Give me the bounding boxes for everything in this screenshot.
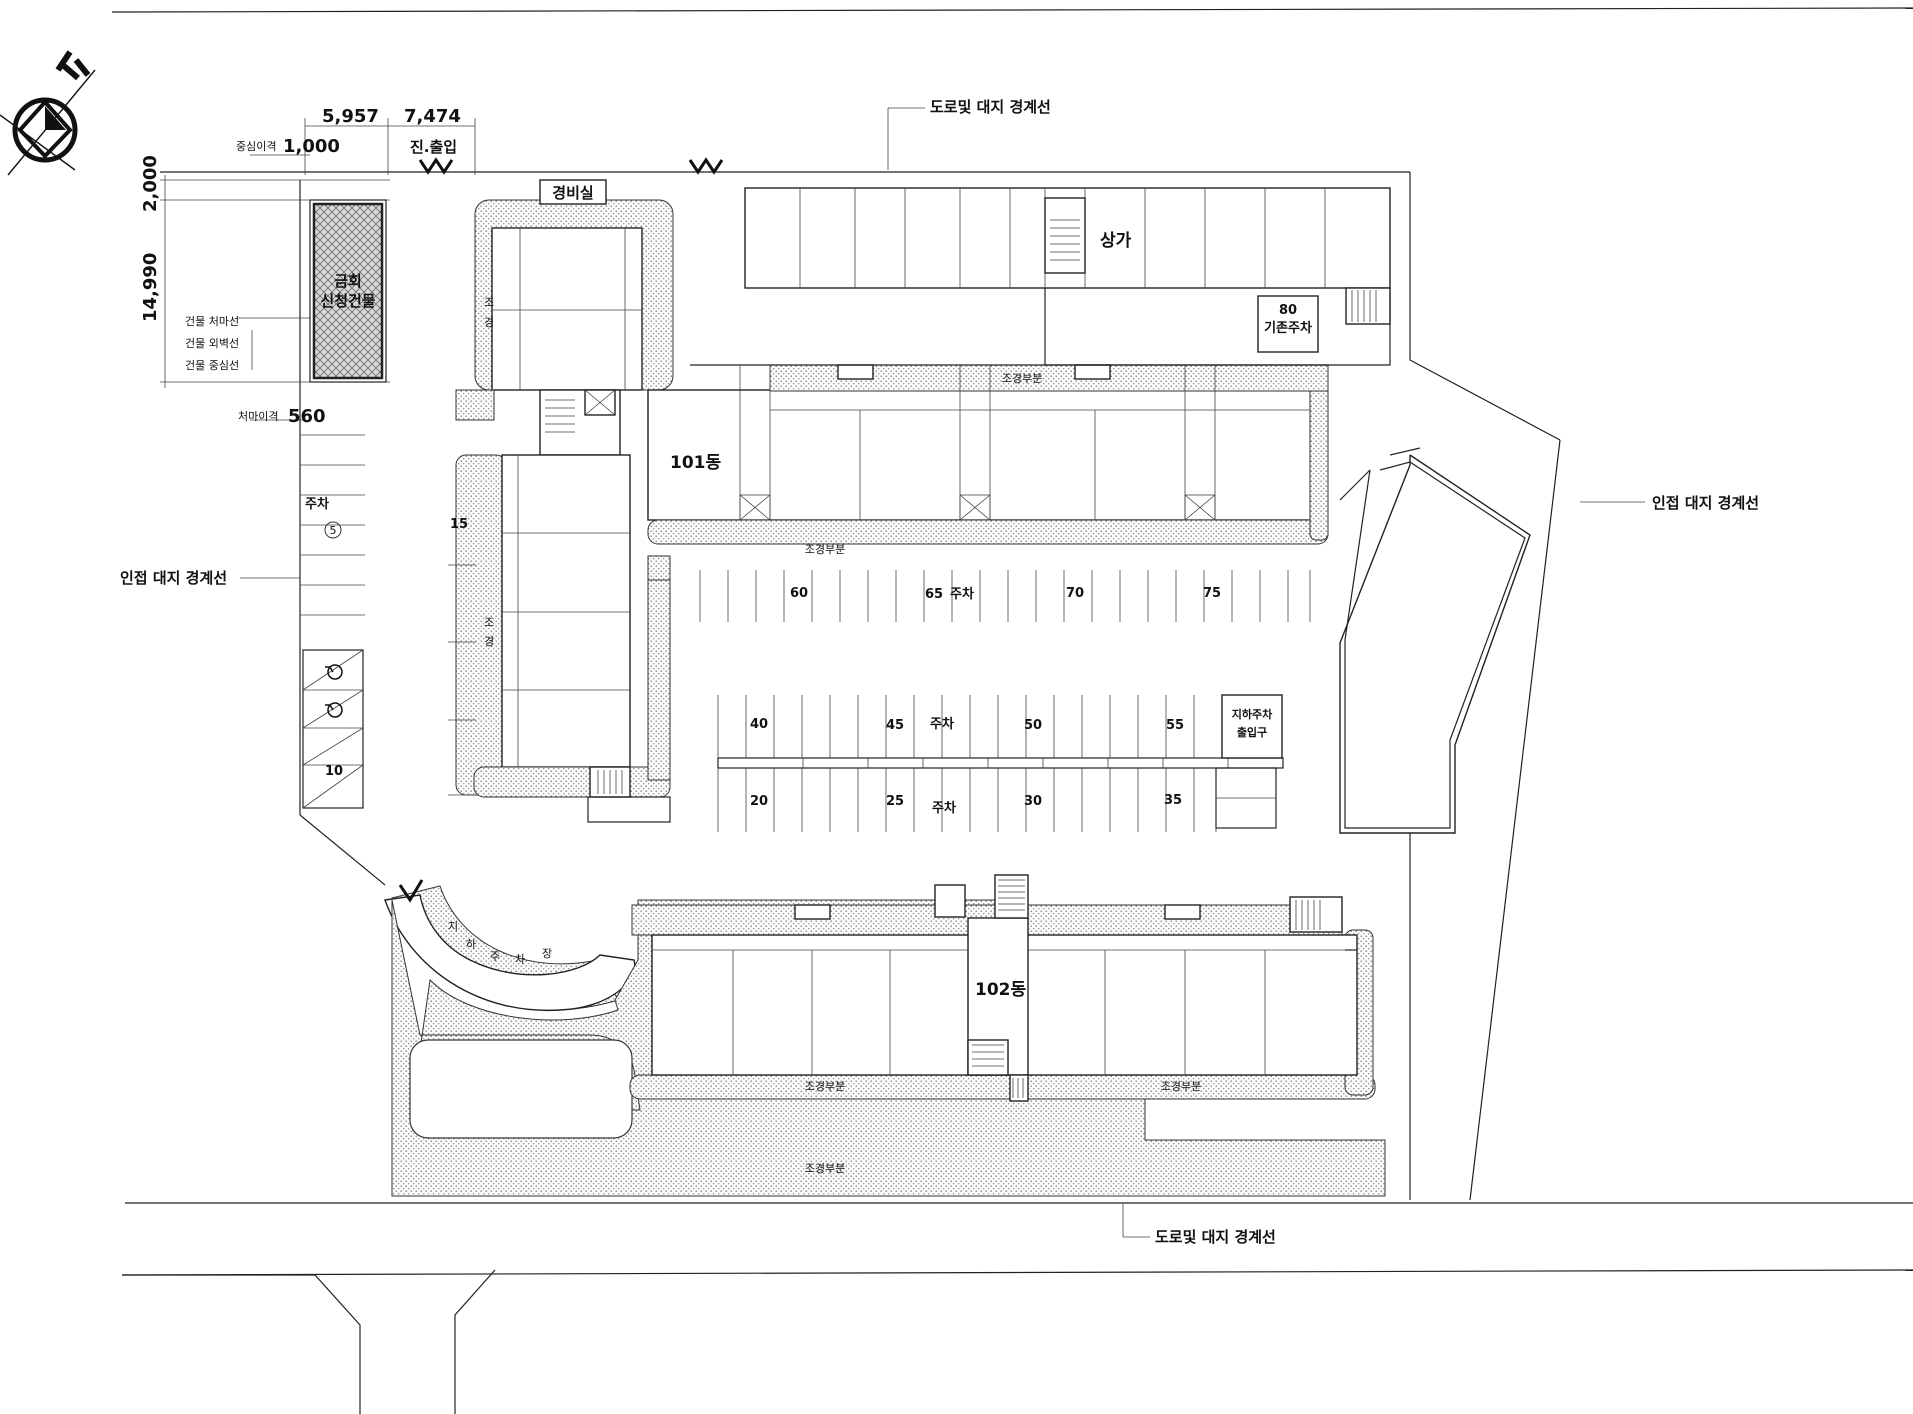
landscape-char-2b: 경: [484, 635, 494, 648]
ramp-char-4: 차: [515, 953, 525, 966]
parking-row-top: [699, 570, 1311, 622]
existing-parking-label: 기존주차: [1264, 320, 1312, 336]
parking-number-20: 20: [750, 794, 768, 809]
parking-number-60: 60: [790, 586, 808, 601]
parking-number-70: 70: [1066, 586, 1084, 601]
new-building: [309, 199, 387, 383]
parking-row-middle: [717, 694, 1284, 832]
landscape-label-101-top: 조경부분: [1002, 372, 1042, 385]
parking-number-40: 40: [750, 717, 768, 732]
parking-label-left: 주차: [305, 496, 329, 512]
dim-center-offset: 1,000: [283, 136, 340, 157]
guard-room-label: 경비실: [552, 184, 593, 202]
parking-number-35: 35: [1164, 793, 1182, 808]
entry-mark-icon: [418, 157, 724, 175]
building-102-label: 102동: [975, 980, 1026, 1000]
building-101-label: 101동: [670, 453, 721, 473]
parking-label-mid-lower: 주차: [932, 800, 956, 816]
parking-number-15: 15: [450, 517, 468, 532]
ramp-char-2: 하: [466, 937, 476, 951]
ramp-char-5: 장: [542, 947, 552, 960]
guard-room: [539, 179, 607, 205]
dim-eave-offset: 560: [288, 406, 326, 427]
road-boundary-top-label: 도로및 대지 경계선: [930, 98, 1051, 116]
site-boundary: [111, 7, 1913, 1414]
north-arrow-icon: [0, 50, 96, 176]
adjacent-building-right: [1339, 447, 1531, 834]
building-102: [391, 874, 1386, 1197]
underground-entry-label-2: 출입구: [1237, 725, 1267, 739]
landscape-label-102-right: 조경부분: [1161, 1080, 1201, 1093]
left-parking-strip: [300, 434, 365, 809]
landscape-char-1a: 조: [484, 296, 494, 309]
adjacent-boundary-left-label: 인접 대지 경계선: [120, 569, 227, 587]
existing-parking-box: [1257, 295, 1319, 353]
parking-number-10: 10: [325, 764, 343, 779]
parking-number-75: 75: [1203, 586, 1221, 601]
landscape-char-2a: 경: [484, 316, 494, 329]
eave-offset-label: 처마이격: [238, 410, 278, 423]
existing-parking-count: 80: [1279, 303, 1297, 318]
dim-setback-top: 2,000: [140, 155, 161, 212]
ramp-char-3: 주: [490, 950, 500, 963]
underground-parking-ramp: [384, 879, 636, 1012]
wheelchair-icon: [325, 664, 343, 718]
center-offset-label: 중심이격: [236, 140, 276, 153]
ramp-char-1: 지: [448, 920, 458, 933]
landscape-label-bottom: 조경부분: [805, 1162, 845, 1175]
parking-number-25: 25: [886, 794, 904, 809]
parking-number-30: 30: [1024, 794, 1042, 809]
dim-width-b: 7,474: [404, 106, 461, 127]
dim-width-a: 5,957: [322, 106, 379, 127]
road-boundary-bottom-label: 도로및 대지 경계선: [1155, 1228, 1276, 1246]
parking-number-65: 65: [925, 587, 943, 602]
new-building-label-1: 금회: [334, 272, 362, 290]
parking-number-50: 50: [1024, 718, 1042, 733]
parking-number-5: 5: [330, 524, 337, 537]
parking-number-45: 45: [886, 718, 904, 733]
entrance-label: 진.출입: [410, 138, 457, 156]
outer-wall-line-label: 건물 외벽선: [185, 337, 239, 350]
new-building-core: [312, 202, 384, 380]
eave-line-label: 건물 처마선: [185, 315, 239, 328]
landscape-label-102-left: 조경부분: [805, 1080, 845, 1093]
landscape-label-101-bottom: 조경부분: [805, 543, 845, 556]
underground-parking-entry-box: [1221, 694, 1283, 759]
parking-label-top-row: 주차: [950, 586, 974, 602]
new-building-label-2: 신청건물: [320, 292, 375, 310]
store-building: [744, 187, 1391, 366]
store-label: 상가: [1100, 231, 1132, 251]
dim-building-depth: 14,990: [140, 253, 161, 322]
center-line-label: 건물 중심선: [185, 359, 239, 372]
underground-entry-label-1: 지하주차: [1232, 707, 1273, 721]
building-101: [455, 199, 1329, 823]
parking-number-55: 55: [1166, 718, 1184, 733]
adjacent-boundary-right-label: 인접 대지 경계선: [1652, 494, 1759, 512]
parking-label-mid-upper: 주차: [930, 716, 954, 732]
parking-strip-101-left: [448, 564, 476, 796]
landscape-char-1b: 조: [484, 616, 494, 629]
